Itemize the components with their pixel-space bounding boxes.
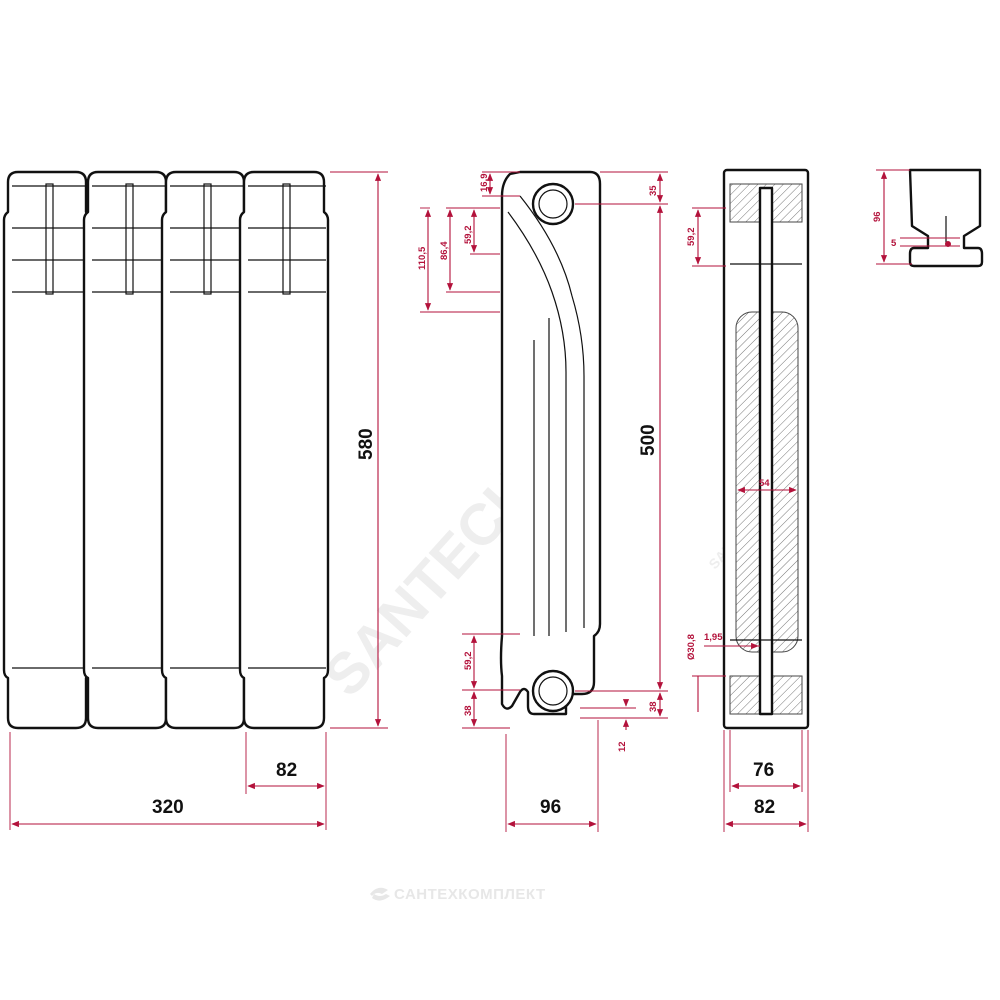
dim-1-95: 1,95 [704,632,723,643]
dim-section-width-82: 82 [276,760,297,781]
dim-38-right: 38 [648,701,659,712]
dim-height-580: 580 [356,428,377,460]
footer-brand: САНТЕХКОМПЛЕКТ [370,886,546,903]
dim-86-4: 86,4 [439,241,450,260]
dim-12: 12 [617,741,628,752]
dim-54: 54 [759,478,770,489]
dim-inner-width-76: 76 [753,760,774,781]
radiator-section-3 [160,170,250,730]
radiator-section-4 [238,170,330,730]
dim-59-2-bottom: 59,2 [463,652,474,671]
radiator-section-1 [2,170,92,730]
dim-top-96: 96 [872,211,883,222]
dim-axis-500: 500 [638,424,659,456]
dim-110-5: 110,5 [417,246,428,270]
dim-section-59-2: 59,2 [686,228,697,247]
dim-width-96: 96 [540,797,561,818]
dim-total-width-320: 320 [152,797,184,818]
brand-name: САНТЕХКОМПЛЕКТ [394,886,546,903]
side-view: 500 35 38 16,9 59,2 86,4 110,5 59,2 38 [417,170,668,832]
dim-d30-8: Ø30,8 [686,634,697,660]
dim-16-9: 16,9 [479,174,490,193]
side-profile [499,170,602,716]
dim-top-5: 5 [891,238,897,249]
dim-35: 35 [648,185,659,196]
dim-38-left: 38 [463,705,474,716]
section-view: 59,2 54 1,95 Ø30,8 76 82 [686,168,810,832]
brand-logo-icon [370,887,390,901]
dim-59-2-top: 59,2 [463,226,474,245]
radiator-section-2 [82,170,172,730]
dim-outer-width-82: 82 [754,797,775,818]
front-view: 580 82 320 [2,170,388,830]
top-view: 96 5 [872,168,984,268]
